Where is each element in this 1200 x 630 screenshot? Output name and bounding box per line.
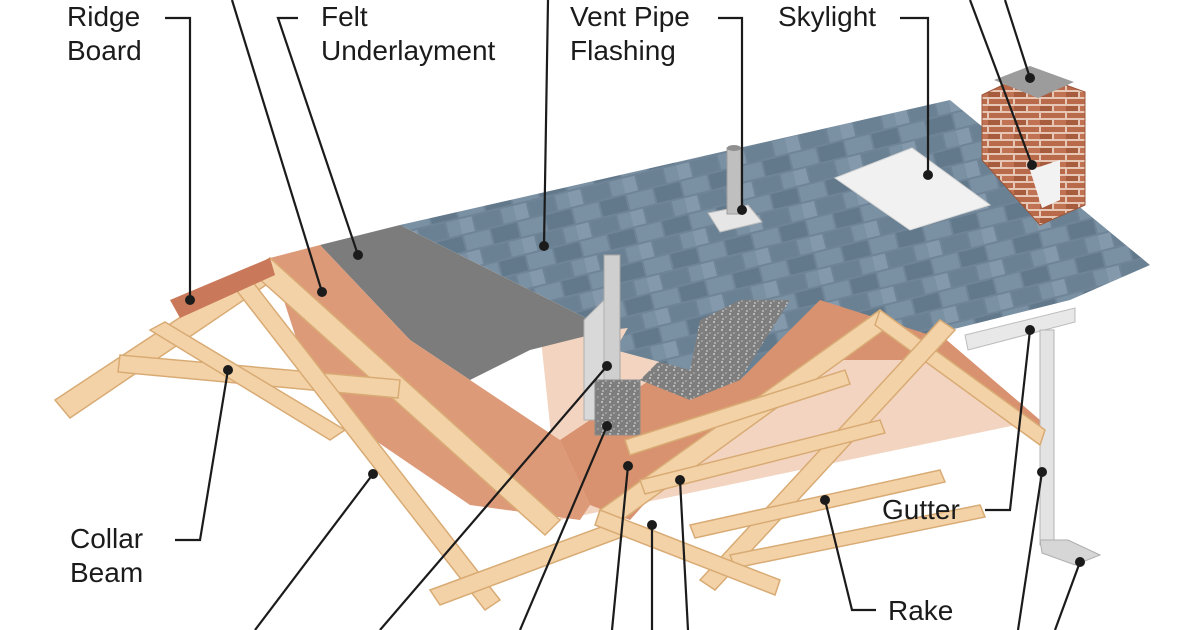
- downspout-leader-2: [1053, 561, 1082, 630]
- collar-beam-label-line1: Collar: [70, 523, 144, 554]
- felt-underlayment-layer: [320, 225, 610, 380]
- rafter-leader: [254, 473, 374, 630]
- flashing-leader: [379, 365, 608, 630]
- ice-water-shield: [640, 300, 790, 400]
- collar-beam-leader: [175, 369, 230, 542]
- downspout-shoe-dot: [1075, 557, 1085, 567]
- skylight-label: Skylight: [778, 1, 877, 32]
- joist-dot-2: [647, 520, 657, 530]
- vent-pipe-top: [727, 145, 741, 151]
- shingle-dot: [539, 241, 549, 251]
- gutter-channel: [964, 307, 1076, 351]
- collar-beam-dot: [223, 365, 233, 375]
- rake-leader: [823, 499, 876, 612]
- lathing-1: [624, 369, 851, 456]
- joist-leader-3: [678, 479, 690, 630]
- downspout-dot: [1037, 467, 1047, 477]
- felt-underlayment-label-line1: Felt: [321, 1, 368, 32]
- ridge-board: [170, 258, 275, 318]
- exposed-shingles: [615, 290, 740, 370]
- truss-dot: [317, 287, 327, 297]
- joist-leader-1: [610, 465, 630, 630]
- ridge-board-label: Ridge Board: [67, 0, 142, 68]
- vent-pipe-flashing-label-line1: Vent Pipe: [570, 1, 690, 32]
- vent-pipe-flashing-label: Vent Pipe Flashing: [570, 0, 690, 68]
- bottom-plate: [594, 509, 781, 596]
- flashing-dot: [602, 361, 612, 371]
- ridge-board-dot: [185, 295, 195, 305]
- gutter-label: Gutter: [882, 494, 960, 525]
- felt-underlayment-label-line2: Underlayment: [321, 35, 496, 66]
- lathing-2: [639, 419, 887, 495]
- joist-dot-1: [623, 461, 633, 471]
- felt-underlayment-label: Felt Underlayment: [321, 0, 495, 68]
- chimney-leader-1: [968, 0, 1034, 166]
- rake-label: Rake: [888, 595, 954, 626]
- ridge-board-label-line2: Board: [67, 35, 142, 66]
- collar-beam-label: Collar Beam: [70, 522, 143, 590]
- chimney-flashing: [1030, 160, 1060, 208]
- ridge-board-label-line1: Ridge: [67, 1, 141, 32]
- gutter-dot: [1025, 325, 1035, 335]
- sheathing-leader: [518, 425, 609, 630]
- chimney-leader-2: [1003, 0, 1032, 79]
- skylight-dot: [923, 170, 933, 180]
- vent-pipe: [726, 147, 742, 215]
- sheathing-dot: [602, 421, 612, 431]
- vent-leader: [718, 16, 744, 210]
- flashing-boot: [594, 379, 641, 436]
- leader-lines: [165, 0, 1082, 630]
- joist-dot-3: [675, 475, 685, 485]
- gutter-leader: [985, 329, 1032, 512]
- downspout-leader-1: [1016, 471, 1044, 630]
- skylight: [833, 147, 992, 231]
- leader-dots: [185, 73, 1085, 567]
- shingle-leader: [542, 0, 550, 247]
- vent-pipe-flashing-label-line2: Flashing: [570, 35, 676, 66]
- vent-dot: [737, 205, 747, 215]
- chimney-dot: [1027, 160, 1037, 170]
- rafter-dot: [368, 469, 378, 479]
- collar-beam-label-line2: Beam: [70, 557, 144, 588]
- skylight-leader: [900, 16, 930, 175]
- ridge-board-leader: [165, 16, 192, 300]
- felt-dot: [353, 250, 363, 260]
- shingle-field: [400, 100, 1150, 380]
- web-member: [148, 321, 347, 441]
- chimney-cap: [994, 66, 1074, 98]
- pipe-stack: [603, 254, 621, 401]
- truss-leader: [230, 0, 324, 293]
- chimney-dot-2: [1025, 73, 1035, 83]
- right-truss: [594, 308, 1046, 596]
- roof-sheathing: [270, 245, 590, 520]
- lathing-3: [688, 469, 947, 539]
- rake-dot: [820, 495, 830, 505]
- felt-leader: [276, 16, 360, 256]
- left-truss: [53, 256, 632, 612]
- downspout-shoe: [1039, 539, 1102, 566]
